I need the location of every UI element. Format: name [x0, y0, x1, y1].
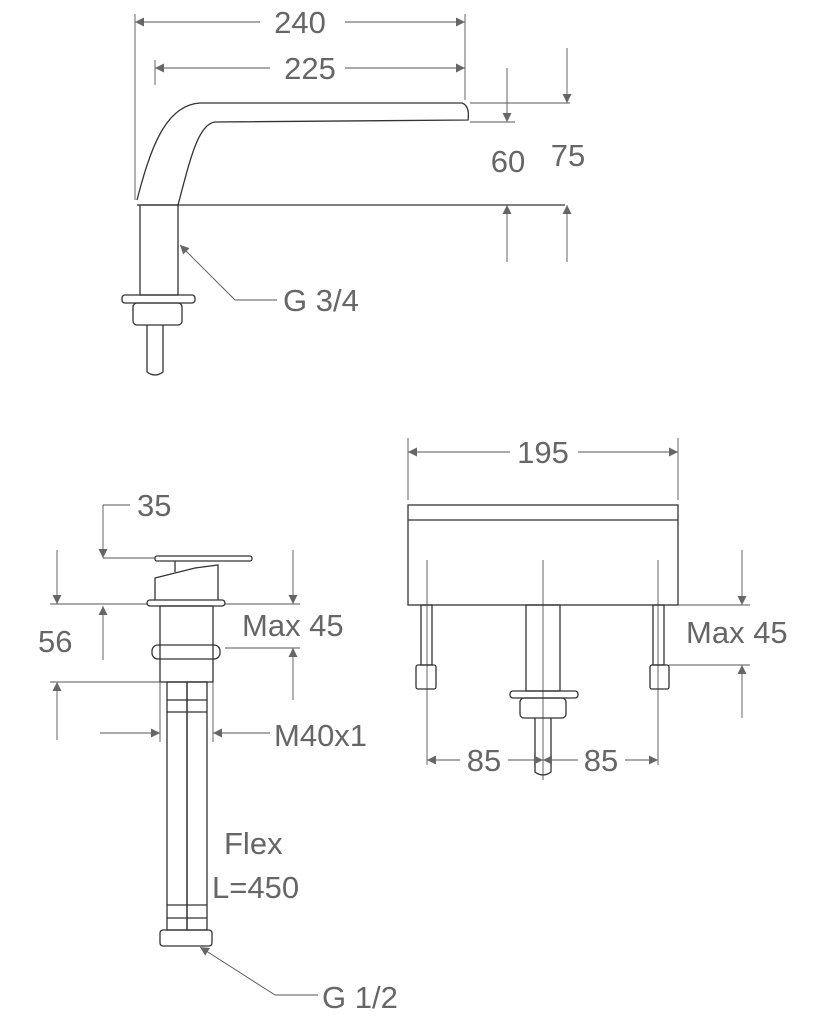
dim-85-right: 85 [584, 743, 618, 778]
dim-60: 60 [491, 144, 525, 179]
front-view-spout [407, 438, 750, 780]
top-view-spout [121, 14, 572, 376]
dim-35: 35 [137, 488, 171, 523]
thread-g34: G 3/4 [283, 283, 359, 318]
dim-85-left: 85 [467, 743, 501, 778]
side-view-mixer [50, 504, 318, 996]
thread-g12: G 1/2 [322, 980, 398, 1015]
dim-56: 56 [38, 624, 72, 659]
hose-length: L=450 [212, 870, 299, 905]
dim-195: 195 [517, 435, 569, 470]
dim-240: 240 [274, 5, 326, 40]
hose-label: Flex [224, 826, 283, 861]
dim-75: 75 [551, 138, 585, 173]
dim-max45-front: Max 45 [686, 615, 788, 650]
dim-max45-side: Max 45 [242, 608, 344, 643]
dim-225: 225 [284, 51, 336, 86]
thread-m40x1: M40x1 [274, 718, 367, 753]
